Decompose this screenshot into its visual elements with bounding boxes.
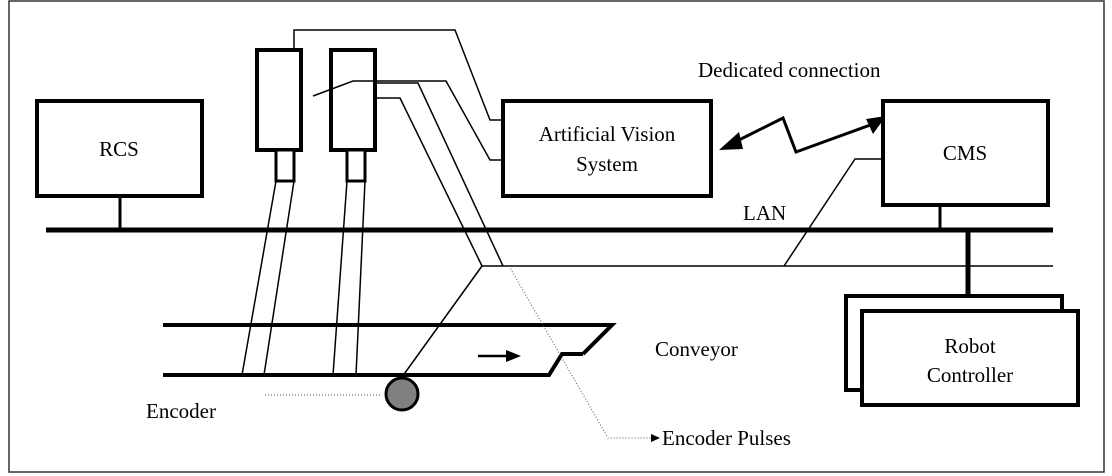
diagram-frame <box>8 0 1105 473</box>
conveyor-bottom-rail <box>163 352 583 377</box>
vision-system-label-line2: System <box>576 152 638 176</box>
robot-controller-label-line2: Controller <box>927 363 1013 387</box>
lan-label: LAN <box>743 201 786 225</box>
conveyor-top-rail <box>163 323 617 356</box>
conveyor-label: Conveyor <box>655 337 738 361</box>
dedicated-connection-link <box>734 115 874 154</box>
encoder-pulses-arrowhead <box>651 434 660 442</box>
cms-label: CMS <box>943 141 987 165</box>
robot-controller-box <box>860 309 1080 407</box>
arrowhead-to-vision <box>719 132 743 150</box>
camera-right <box>329 48 377 183</box>
encoder-cable <box>401 265 483 378</box>
camera-fov-lines <box>241 180 366 376</box>
encoder-label: Encoder <box>146 399 216 423</box>
encoder-pulse-lines <box>375 82 504 267</box>
conveyor-direction-arrowhead <box>506 350 521 362</box>
vision-system-box <box>501 99 713 198</box>
robot-controller-label-line1: Robot <box>944 334 996 358</box>
encoder-pulses-leader <box>508 265 652 439</box>
dedicated-connection-label: Dedicated connection <box>698 58 881 82</box>
encoder-wheel <box>384 376 420 412</box>
cms-box <box>881 99 1050 207</box>
vision-system-label-line1: Artificial Vision <box>539 122 676 146</box>
rcs-box <box>35 99 204 198</box>
camera-left <box>255 48 303 183</box>
camera-vision-cables <box>293 29 503 161</box>
rcs-label: RCS <box>99 137 139 161</box>
encoder-pulses-label: Encoder Pulses <box>662 426 791 450</box>
cms-encoder-link <box>783 158 883 267</box>
